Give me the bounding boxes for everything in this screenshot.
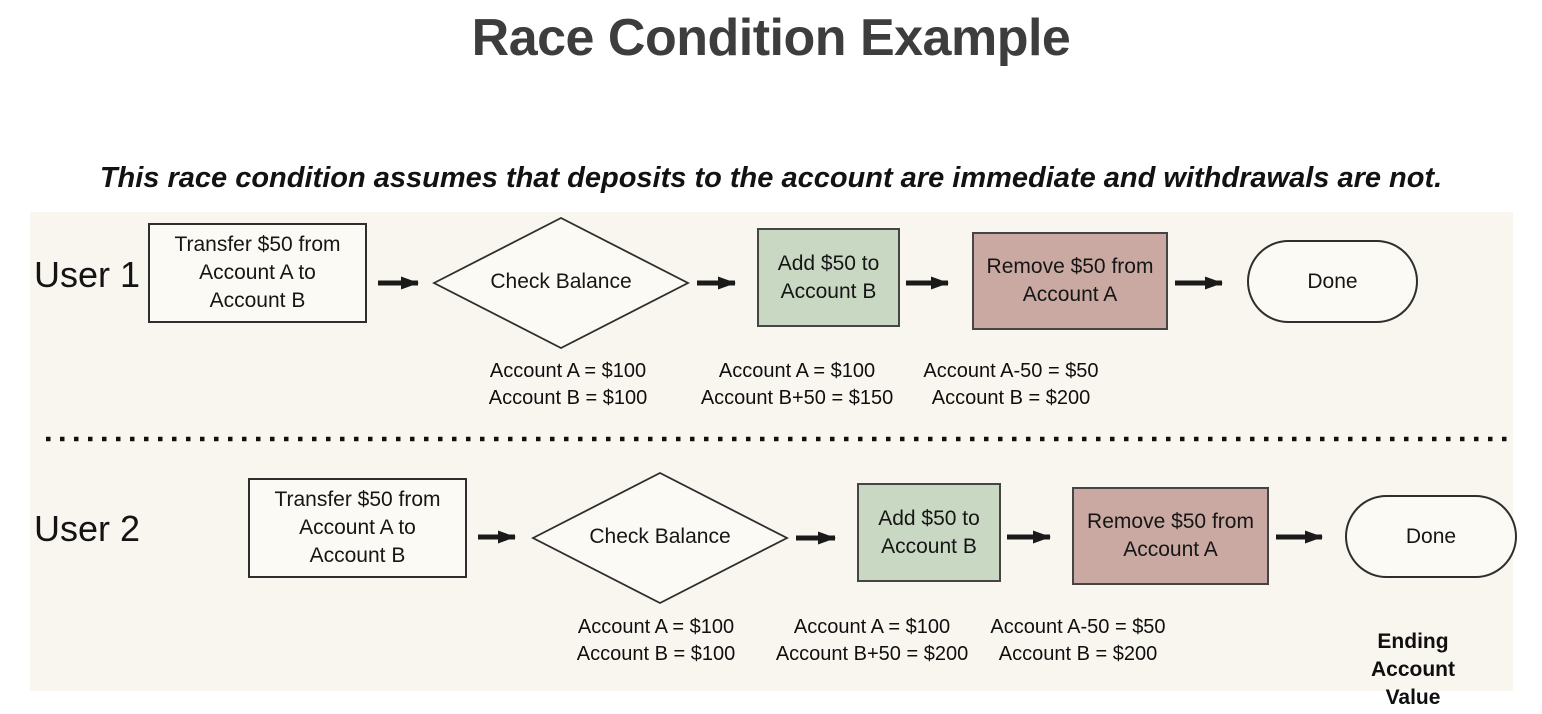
user2-note-check: Account A = $100 Account B = $100 (576, 616, 736, 665)
user2-note-remove: Account A-50 = $50 Account B = $200 (990, 616, 1166, 665)
user2-done-terminator: Done (1345, 495, 1517, 578)
user1-done-terminator: Done (1247, 240, 1418, 323)
user1-note-remove: Account A-50 = $50 Account B = $200 (923, 360, 1099, 409)
ending-account-value-title: Ending Account Value (1371, 630, 1455, 709)
user1-check-balance-label: Check Balance (490, 270, 632, 293)
user1-label: User 1 (34, 254, 141, 295)
user1-note-check: Account A = $100 Account B = $100 (488, 360, 648, 409)
user2-label: User 2 (34, 508, 141, 549)
diagram-title: Race Condition Example (471, 9, 1071, 67)
user2-check-balance-label: Check Balance (589, 525, 731, 548)
user1-transfer-step: Transfer $50 from Account A to Account B (148, 223, 367, 323)
user1-remove-step: Remove $50 from Account A (972, 232, 1168, 330)
user1-add-step: Add $50 to Account B (757, 228, 900, 327)
user2-transfer-step: Transfer $50 from Account A to Account B (248, 478, 467, 578)
diagram-subtitle: This race condition assumes that deposit… (99, 162, 1443, 194)
user2-add-step: Add $50 to Account B (857, 483, 1001, 582)
user2-note-add: Account A = $100 Account B+50 = $200 (775, 616, 969, 665)
ending-account-value: Ending Account Value Account A= $50 Acco… (1349, 600, 1478, 714)
user1-note-add: Account A = $100 Account B+50 = $150 (700, 360, 894, 409)
user2-remove-step: Remove $50 from Account A (1072, 487, 1269, 585)
